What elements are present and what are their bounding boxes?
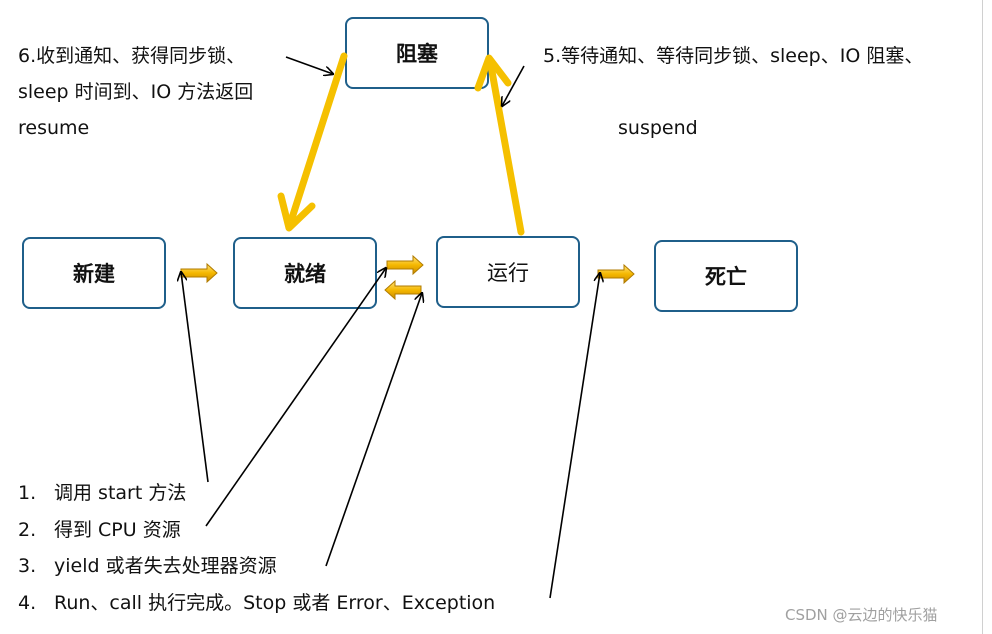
state-new: 新建: [22, 237, 166, 309]
state-dead: 死亡: [654, 240, 798, 312]
list-item-text: Run、call 执行完成。Stop 或者 Error、Exception: [54, 591, 496, 614]
pointer-item-2: [205, 268, 386, 527]
arrow-new-to-ready: [180, 262, 218, 284]
pointer-block-exit-label: [285, 56, 333, 74]
list-item: 1. 调用 start 方法: [18, 475, 495, 512]
pointer-item-4: [549, 273, 600, 599]
state-running: 运行: [436, 236, 580, 308]
block-exit-condition-label: 6.收到通知、获得同步锁、 sleep 时间到、IO 方法返回: [18, 38, 253, 110]
watermark: CSDN @云边的快乐猫: [785, 606, 938, 624]
page-edge: [982, 0, 983, 634]
arrow-ready-to-running: [386, 254, 424, 276]
list-item-number: 2.: [18, 518, 37, 541]
block-exit-line-1: 6.收到通知、获得同步锁、: [18, 45, 246, 67]
list-item: 4. Run、call 执行完成。Stop 或者 Error、Exception: [18, 585, 495, 622]
list-item-text: 调用 start 方法: [54, 482, 187, 504]
list-item-number: 1.: [18, 482, 37, 504]
resume-label: resume: [18, 117, 90, 139]
list-item: 3. yield 或者失去处理器资源: [18, 548, 495, 585]
list-item: 2. 得到 CPU 资源: [18, 512, 495, 549]
list-item-text: yield 或者失去处理器资源: [54, 555, 277, 577]
list-item-text: 得到 CPU 资源: [54, 518, 181, 541]
block-exit-line-2: sleep 时间到、IO 方法返回: [18, 81, 254, 103]
transition-condition-list: 1. 调用 start 方法 2. 得到 CPU 资源 3. yield 或者失去处理…: [18, 475, 495, 621]
pointer-item-3: [325, 293, 422, 567]
suspend-label: suspend: [618, 117, 698, 139]
list-item-number: 3.: [18, 555, 37, 577]
arrow-running-to-blocked: [474, 54, 525, 236]
state-blocked: 阻塞: [345, 17, 489, 89]
pointer-block-enter-label: [502, 65, 525, 106]
arrow-blocked-to-ready: [277, 52, 348, 232]
state-ready: 就绪: [233, 237, 377, 309]
arrow-running-to-ready: [384, 279, 422, 301]
arrow-running-to-dead: [597, 263, 635, 285]
block-enter-condition-label: 5.等待通知、等待同步锁、sleep、IO 阻塞、: [543, 45, 924, 67]
pointer-item-1: [181, 272, 209, 483]
list-item-number: 4.: [18, 591, 37, 614]
